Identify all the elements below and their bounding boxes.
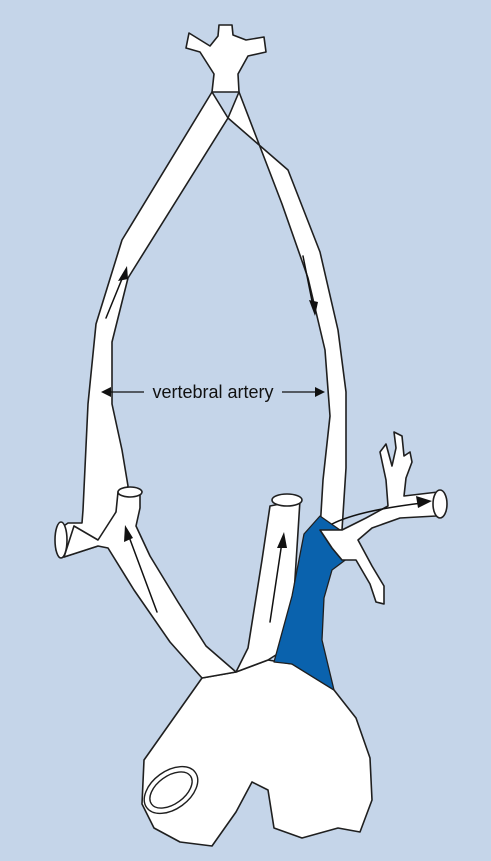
left-vertebral-artery [228,92,346,530]
right-carotid-opening [118,487,142,497]
left-carotid-opening [272,494,302,506]
right-subclavian-opening [55,522,67,558]
vertebral-artery-text: vertebral artery [152,382,273,402]
right-vertebral-artery [56,92,228,557]
aortic-arch [142,660,372,846]
left-subclavian-opening [433,490,447,518]
vertebral-artery-label: vertebral artery [101,382,325,402]
basilar-artery [186,25,266,92]
